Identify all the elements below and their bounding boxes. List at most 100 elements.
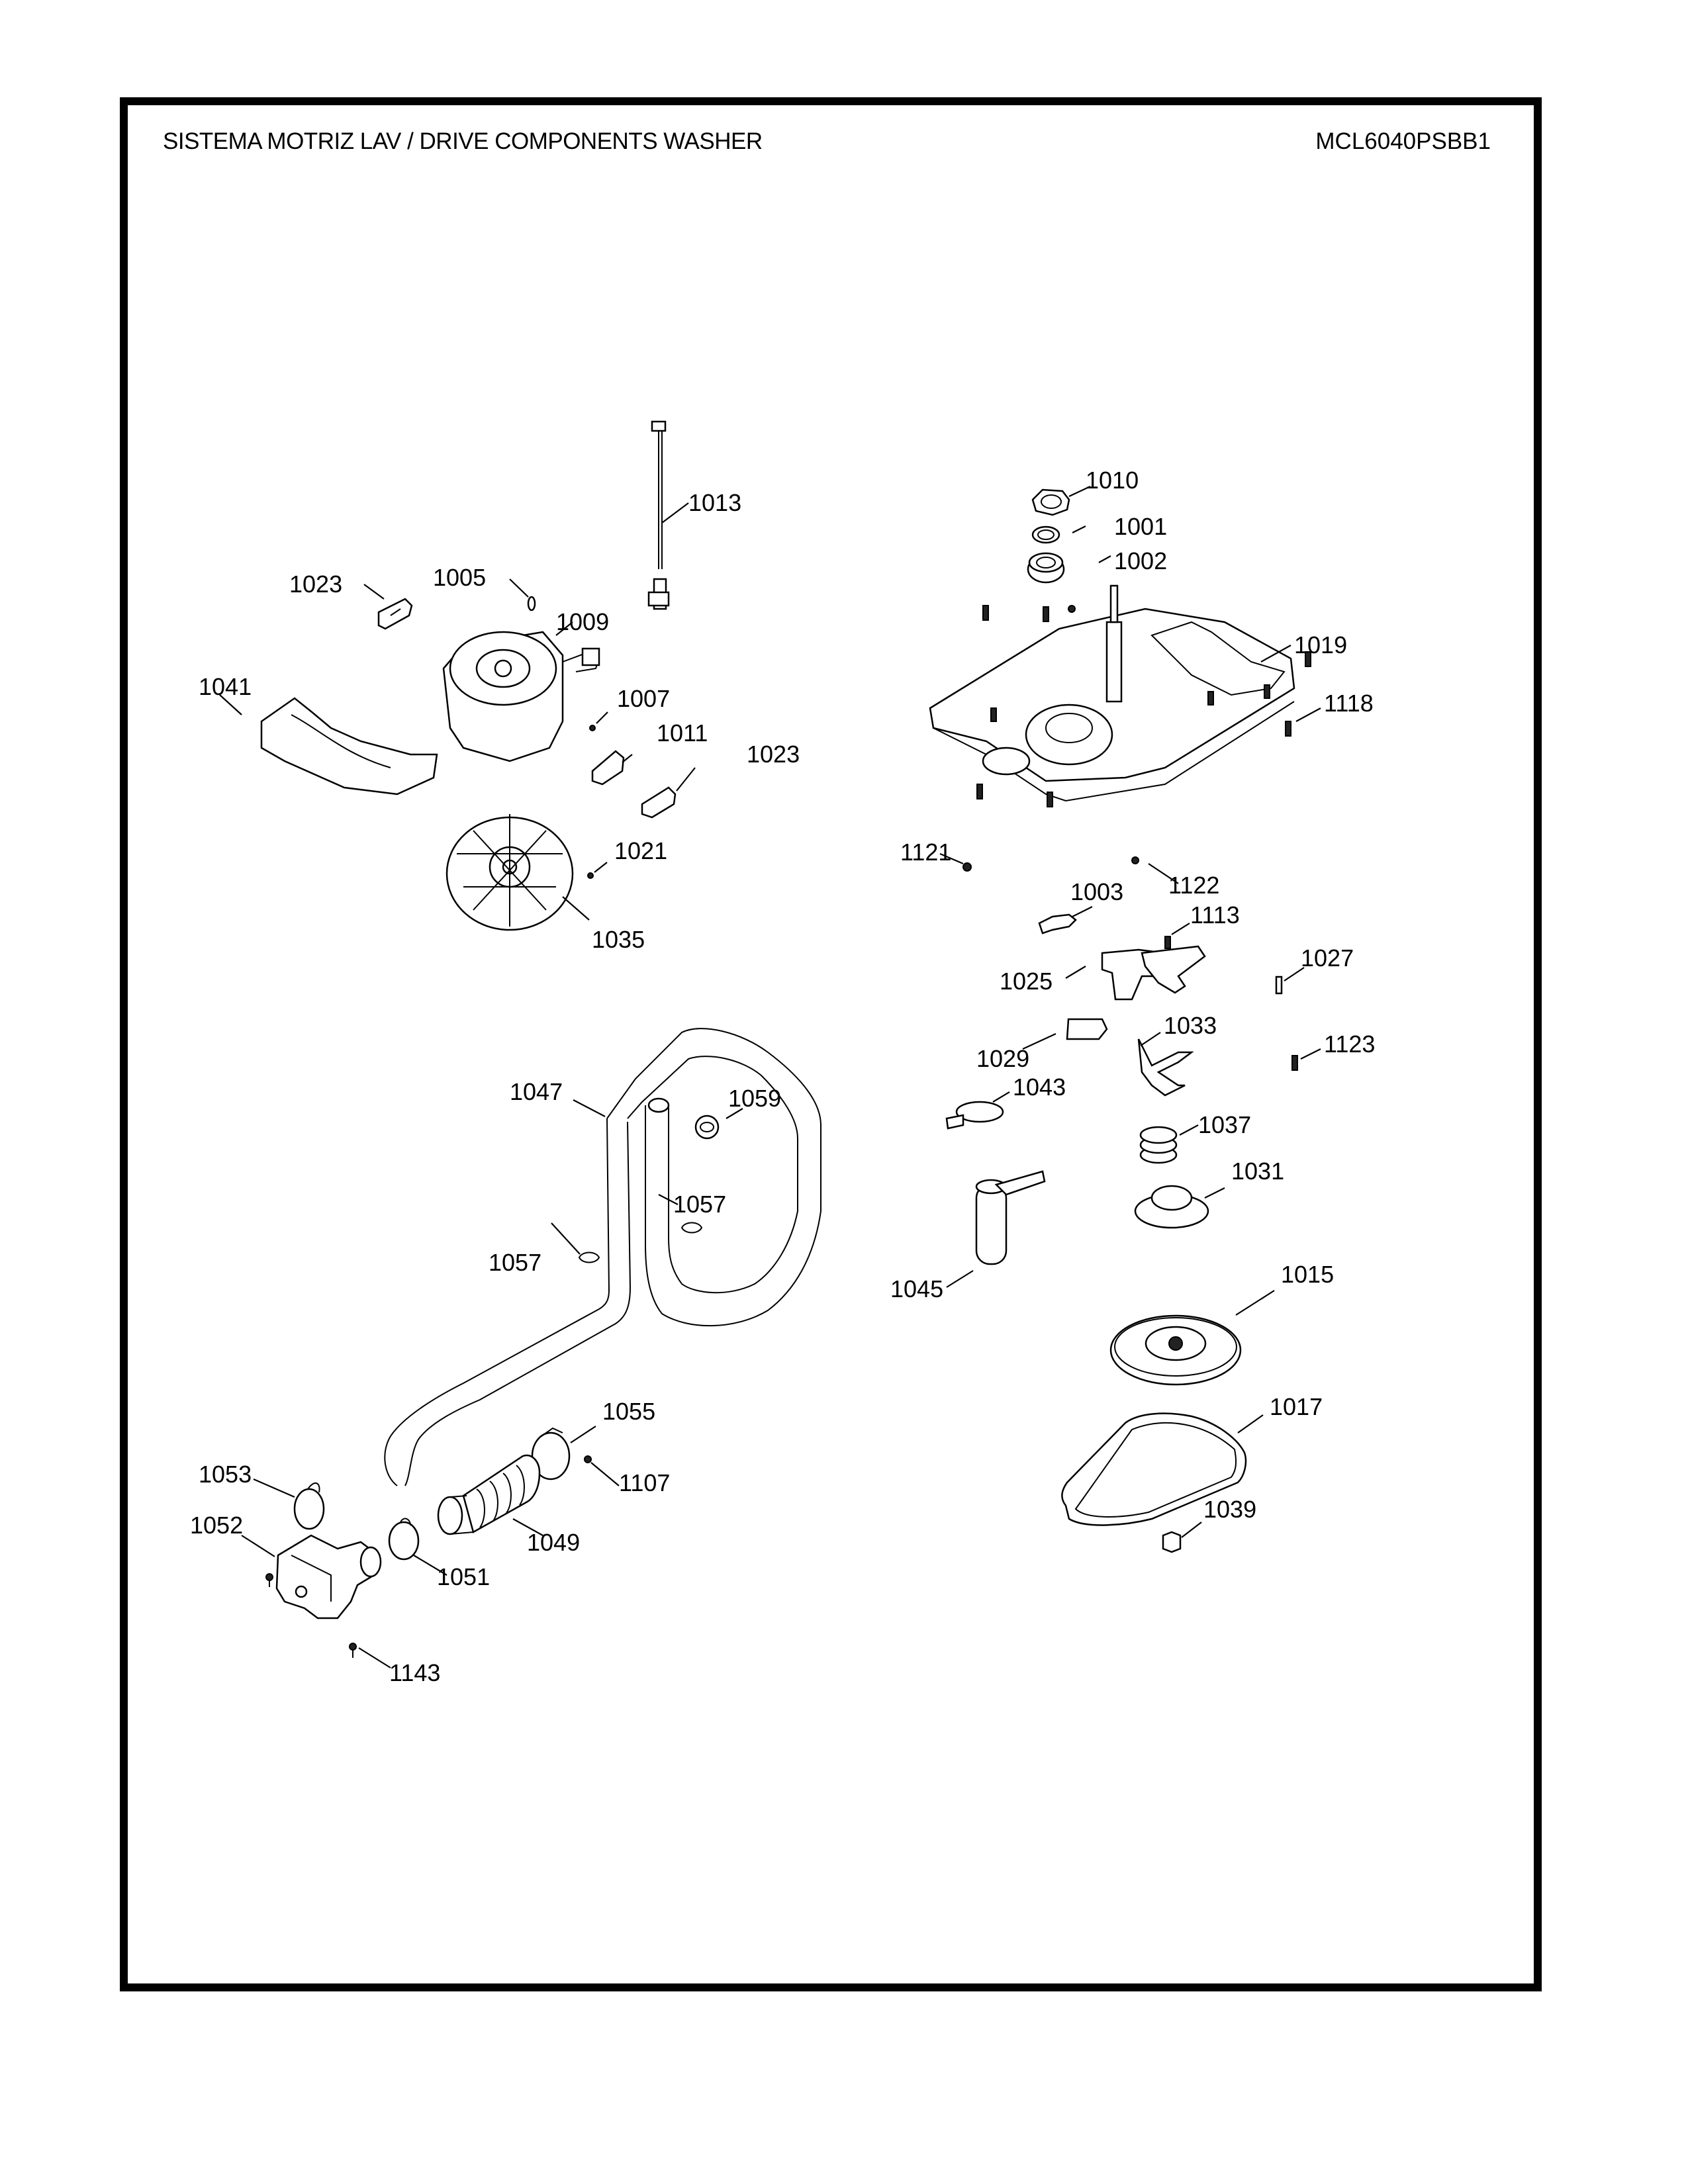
part-1107-screw[interactable] [584, 1455, 592, 1463]
callout-1049: 1052 [190, 1512, 243, 1539]
part-1051-bellows-hose[interactable] [437, 1454, 541, 1535]
leader-1041 [219, 694, 242, 715]
leader-1121 [939, 852, 964, 865]
leader-1123 [1300, 1048, 1321, 1060]
part-1023-pad-right[interactable] [641, 786, 677, 819]
leader-1029 [1022, 1033, 1056, 1050]
part-1003-lever[interactable] [1038, 913, 1077, 934]
leader-1143 [358, 1647, 391, 1668]
part-1005-clip[interactable] [527, 596, 536, 612]
callout-1057-left: 1057 [489, 1249, 541, 1276]
callout-1031: 1031 [1231, 1158, 1284, 1185]
callout-1035: 1035 [592, 926, 645, 953]
leader-1015 [1235, 1290, 1275, 1316]
part-1001-washer[interactable] [1031, 525, 1060, 544]
part-1053-clamp-small[interactable] [293, 1482, 325, 1530]
part-1045-capacitor[interactable] [975, 1170, 1046, 1265]
callout-1010: 1010 [1086, 467, 1139, 494]
part-1057-hose-clip-left[interactable] [578, 1251, 600, 1263]
callout-1053: 1053 [199, 1461, 252, 1488]
part-1047-drain-hose[interactable] [384, 1028, 821, 1486]
part-1031-coupling[interactable] [1134, 1185, 1209, 1229]
leader-1023-left [363, 584, 385, 600]
part-1123-screw[interactable] [1291, 1055, 1298, 1071]
part-1011-bracket[interactable] [591, 750, 625, 786]
callout-1025: 1025 [1000, 968, 1053, 995]
part-1027-spring[interactable] [1275, 976, 1283, 995]
leader-1010 [1068, 486, 1091, 497]
part-1002-seal[interactable] [1027, 552, 1065, 584]
callout-1011: 1011 [657, 719, 708, 747]
callout-1118: 1118 [1324, 690, 1374, 717]
part-1037-spring-coil[interactable] [1139, 1126, 1178, 1164]
part-1143-screw[interactable] [349, 1643, 357, 1658]
leader-1039 [1181, 1522, 1202, 1538]
callout-1123: 1123 [1324, 1030, 1375, 1058]
leader-1059 [726, 1108, 743, 1119]
part-1118-screw[interactable] [1285, 721, 1291, 737]
part-1035-fan[interactable] [445, 814, 574, 931]
part-1121-screw[interactable] [962, 862, 972, 872]
callout-1017: 1017 [1270, 1393, 1323, 1420]
part-1007-screw[interactable] [589, 725, 596, 731]
part-1033-fork[interactable] [1137, 1038, 1194, 1097]
part-1017-belt[interactable] [1061, 1412, 1247, 1526]
leader-1011 [622, 754, 633, 763]
callout-1059: 1059 [728, 1085, 781, 1112]
part-1010-hex-nut[interactable] [1031, 488, 1070, 516]
leader-1037 [1179, 1124, 1199, 1136]
callout-1015: 1015 [1281, 1261, 1334, 1288]
part-1023-pad-left[interactable] [377, 598, 413, 630]
leader-1049 [241, 1535, 275, 1557]
callout-1041: 1041 [199, 673, 252, 700]
callout-1013: 1013 [688, 489, 741, 516]
part-1059-star-clip[interactable] [694, 1115, 720, 1140]
diagram-frame [120, 97, 1542, 1991]
leader-1003 [1072, 906, 1093, 917]
leader-1002 [1098, 555, 1111, 563]
leader-1023-right [676, 767, 696, 792]
callout-1007: 1007 [617, 685, 670, 712]
leader-1113 [1171, 923, 1190, 935]
part-1043-strap[interactable] [945, 1101, 1004, 1130]
leader-1047 [573, 1099, 606, 1117]
part-1013-rod[interactable] [647, 420, 670, 610]
leader-1118 [1295, 707, 1321, 722]
callout-1122: 1122 [1168, 872, 1219, 899]
diagram-title: SISTEMA MOTRIZ LAV / DRIVE COMPONENTS WA… [163, 128, 763, 154]
part-1029-actuator[interactable] [1066, 1018, 1108, 1040]
callout-1113: 1113 [1190, 901, 1240, 929]
callout-1052: 1051 [437, 1563, 490, 1590]
callout-1055: 1055 [602, 1398, 655, 1425]
callout-1121: 1121 [900, 839, 951, 866]
callout-1005: 1005 [433, 564, 486, 591]
leader-1122 [1148, 863, 1179, 884]
leader-1053 [253, 1478, 295, 1498]
part-1039-nut[interactable] [1162, 1531, 1182, 1553]
callout-1021: 1021 [614, 837, 667, 864]
part-1049-drain-pump[interactable] [275, 1534, 382, 1619]
callout-1039: 1039 [1203, 1496, 1256, 1523]
part-1113-bolt[interactable] [1164, 936, 1171, 949]
callout-1001: 1001 [1114, 513, 1167, 540]
part-1015-pulley[interactable] [1109, 1314, 1242, 1386]
part-1019-mounting-plate[interactable] [929, 584, 1295, 802]
callout-1019: 1019 [1294, 631, 1347, 659]
callout-1009: 1009 [556, 608, 609, 635]
part-1122-screw[interactable] [1131, 856, 1139, 864]
part-1052-clamp-mid[interactable] [388, 1518, 420, 1561]
leader-1025 [1065, 966, 1086, 979]
part-1021-nut[interactable] [587, 872, 594, 879]
callout-1045: 1045 [890, 1275, 943, 1302]
part-1057-hose-clip-right[interactable] [680, 1222, 703, 1234]
leader-1057-left [551, 1222, 581, 1255]
callout-1043: 1043 [1013, 1073, 1066, 1101]
part-1009-motor[interactable] [442, 631, 600, 762]
leader-1057-right [658, 1194, 679, 1205]
part-1041-motor-cover[interactable] [260, 697, 438, 796]
leader-1051 [512, 1518, 543, 1536]
part-1025-shift-assembly[interactable] [1101, 945, 1206, 1001]
callout-1051: 1049 [527, 1529, 580, 1556]
pump-screw [265, 1573, 273, 1587]
